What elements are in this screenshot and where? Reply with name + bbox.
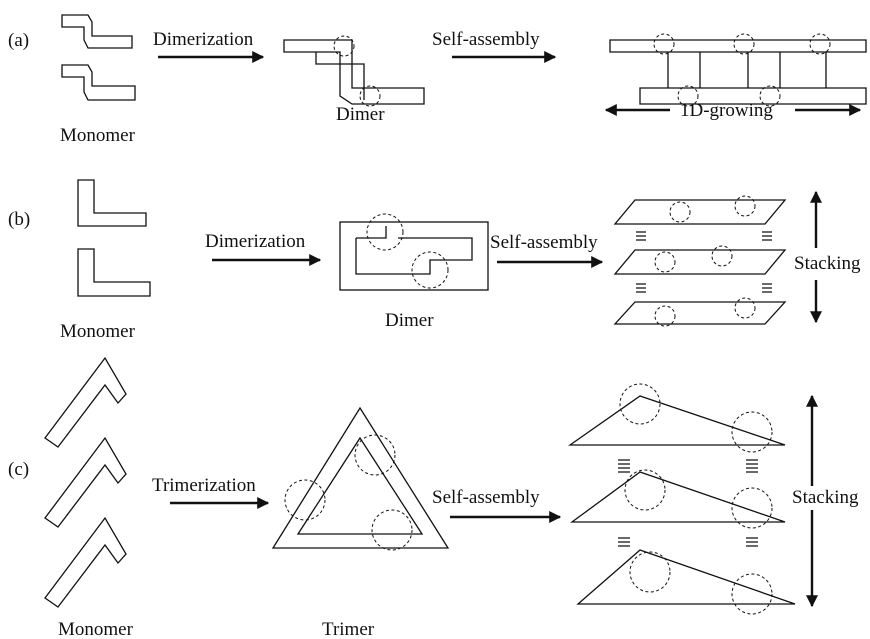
- panel-b-layer-3-contact-2: [734, 297, 756, 319]
- panel-b-layer-3-contact: [654, 305, 676, 327]
- panel-b-dimer-contact-1: [366, 213, 404, 251]
- trimer-contact-2: [284, 479, 326, 521]
- panel-a-dimer: [283, 35, 425, 107]
- panel-c-layer-3: [576, 549, 796, 605]
- dimer-contact-1: [333, 35, 355, 57]
- panel-a-dimer-label: Dimer: [336, 104, 385, 125]
- panel-c-monomer-label: Monomer: [58, 619, 134, 639]
- panel-c-monomer-3: [44, 516, 127, 608]
- chain-contact-2: [677, 85, 699, 107]
- panel-c-layer-2-contact: [624, 469, 666, 511]
- trimer-contact-1: [354, 434, 396, 476]
- panel-a-monomer-bottom: [61, 64, 136, 101]
- panel-b-dimer-contact-2: [411, 251, 449, 289]
- panel-a-monomer-label: Monomer: [60, 125, 136, 146]
- panel-b-layer-2-contact: [654, 251, 676, 273]
- panel-b-tag: (b): [8, 209, 30, 230]
- panel-c-monomer-2: [44, 436, 127, 528]
- panel-b: (b) Monomer Dimerization Dimer Self-asse…: [8, 179, 861, 342]
- panel-c-layer-1-contact-2: [731, 411, 773, 453]
- panel-a-growth-label: 1D-growing: [680, 100, 773, 121]
- panel-b-monomer-top: [77, 179, 147, 227]
- panel-c-layer-2-contact-2: [731, 487, 773, 529]
- dimer-contact-2: [359, 85, 381, 107]
- panel-b-step2-label: Self-assembly: [490, 232, 598, 253]
- panel-a-tag: (a): [8, 30, 29, 51]
- panel-b-stack: [613, 195, 787, 327]
- panel-c-layer-1: [567, 395, 786, 446]
- chain-contact-4: [759, 85, 781, 107]
- panel-b-monomer-bottom: [77, 248, 151, 297]
- panel-a-chain: [609, 33, 867, 107]
- panel-b-dimer: [339, 213, 489, 291]
- panel-a-monomer-top: [61, 14, 133, 49]
- panel-c-tag: (c): [8, 459, 29, 480]
- panel-b-monomer-label: Monomer: [60, 321, 136, 342]
- panel-c-layer-3-contact-2: [731, 573, 773, 615]
- panel-b-layer-2-contact-2: [711, 245, 733, 267]
- panel-c-layer-1-contact: [619, 383, 661, 425]
- panel-b-layer-1: [613, 199, 787, 225]
- trimer-outer: [271, 406, 450, 549]
- panel-a: (a) Monomer Dimerization Dimer Self-asse…: [8, 14, 867, 146]
- panel-a-step2-label: Self-assembly: [432, 29, 540, 50]
- panel-c-layer-3-contact: [629, 551, 671, 593]
- panel-c-trimer: [271, 406, 450, 551]
- panel-b-stacking-label: Stacking: [794, 253, 861, 274]
- panel-b-dimer-label: Dimer: [385, 310, 434, 331]
- panel-a-step1-label: Dimerization: [153, 29, 254, 50]
- panel-c-step1-label: Trimerization: [152, 475, 256, 496]
- panel-c-monomers: [44, 356, 127, 608]
- trimer-inner: [296, 436, 424, 535]
- panel-b-step1-label: Dimerization: [205, 231, 306, 252]
- panel-b-layer-3: [613, 301, 787, 325]
- panel-c-layer-2: [570, 471, 786, 523]
- panel-c-trimer-label: Trimer: [322, 619, 375, 639]
- panel-b-layer-1-contact-2: [734, 195, 756, 217]
- chain-contact-5: [809, 33, 831, 55]
- panel-c-step2-label: Self-assembly: [432, 487, 540, 508]
- panel-b-layer-2: [613, 249, 787, 275]
- trimer-contact-3: [371, 509, 413, 551]
- chain-contact-3: [733, 33, 755, 55]
- panel-c-stacking-label: Stacking: [792, 487, 859, 508]
- panel-b-layer-1-contact: [669, 201, 691, 223]
- panel-c-monomer-1: [44, 356, 127, 448]
- chain-contact-1: [653, 33, 675, 55]
- panel-c-stack: [567, 383, 796, 615]
- panel-c: (c) Monomer Trimerization Trimer Self-as…: [8, 356, 859, 639]
